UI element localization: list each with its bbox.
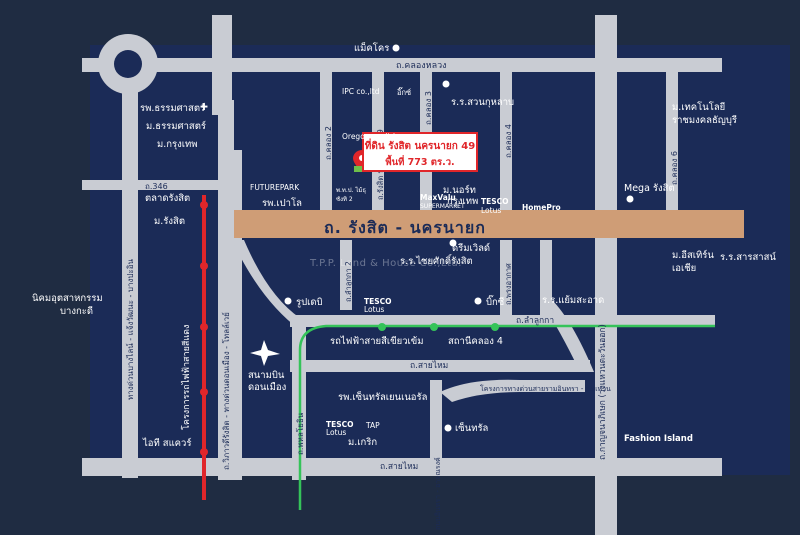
place-north-bkk2: กรุงเทพ: [447, 196, 479, 207]
place-north-bkk: ม.นอร์ท: [443, 185, 476, 196]
place-tesco-3: TESCO: [326, 420, 354, 429]
place-rangsit-uni: ม.รังสิต: [154, 216, 185, 227]
place-sitara-bottom: ซังทิ 2: [336, 196, 353, 203]
callout-area: พื้นที่ 773 ตร.ว.: [385, 157, 455, 168]
place-nikhom2: บางกะดี: [60, 306, 94, 317]
place-school-yaem: ร.ร.แย้มสะอาด: [542, 295, 605, 306]
red-line-label: โครงการรถไฟฟ้าสายสีแดง: [182, 324, 192, 430]
watermark: T.P.P. Land & House Co.,Ltd.: [310, 258, 462, 269]
place-thammasat-hospital: รพ.ธรรมศาสตร์: [140, 103, 206, 114]
place-tesco-1: TESCO: [481, 197, 509, 206]
road-kanchanaphisek: ถ.กาญจนาภิเษก (วงแหวนตะวันออก): [598, 324, 608, 460]
place-future-park: FUTUREPARK: [250, 183, 300, 192]
place-thammasat-uni: ม.ธรรมศาสตร์: [146, 121, 206, 132]
place-fashion-island: Fashion Island: [624, 434, 693, 444]
place-central-hospital: รพ.เซ็นทรัลเยนเนอรัล: [338, 392, 428, 403]
road-phrong-akat: ถ.พรงอากาศ: [504, 263, 513, 305]
place-makro: แม็คโคร: [354, 43, 390, 54]
place-don-mueang2: ดอนเมือง: [248, 382, 287, 393]
road-khlong4: ถ.คลอง 4: [504, 124, 513, 158]
place-talad-rangsit: ตลาดรังสิต: [145, 193, 191, 204]
place-asian-uni: ม.อีสเทิร์น: [672, 250, 714, 261]
road-rangsit-nakhonnayok: ถ. รังสิต - นครนายก: [324, 218, 486, 237]
road-vibhavadi: ถ.วิภาวดีรังสิต - ทางด่วนดอนเมือง - โทลล…: [222, 312, 231, 470]
place-sarasas: ร.ร.สารสาสน์: [720, 252, 776, 263]
road-346: ถ.346: [145, 182, 168, 191]
place-school-chaiya: ร.ร.ไชยศักดิ์รังสิต: [400, 256, 473, 267]
place-lotus-1: Lotus: [481, 206, 502, 215]
road-lam-luk-ka: ถ.ลำลูกกา: [516, 316, 555, 326]
place-mega-rangsit: Mega รังสิต: [624, 183, 675, 194]
place-oregon: Oregon co.,ltd: [342, 132, 396, 141]
place-technology2: ราชมงคลธัญบุรี: [672, 115, 737, 126]
place-sitara-top: พ.ท.ป. ไม้ธุ: [336, 187, 366, 194]
place-paolo: รพ.เปาโล: [262, 198, 302, 209]
place-tesco-2: TESCO: [364, 297, 392, 306]
place-rupadee: รูปเดบิ: [296, 297, 323, 308]
place-central: เซ็นทรัล: [455, 423, 489, 434]
road-khlong6: ถ.คลอง 6: [670, 151, 679, 185]
road-expressway-project: โครงการทางด่วนสายรามอินทรา - วงแหวน: [480, 385, 611, 393]
site-callout: ที่ดิน รังสิต นครนายก 49 พื้นที่ 773 ตร.…: [362, 132, 478, 172]
place-lotus-2: Lotus: [364, 305, 385, 314]
place-technology: ม.เทคโนโลยี: [672, 102, 726, 113]
place-it-square: ไอที สแควร์: [143, 438, 192, 449]
place-dreamworld: ดรีมเวิลด์: [452, 243, 491, 254]
place-ikkhi: อิ๊กซ์: [397, 88, 412, 97]
road-khlong2: ถ.คลอง 2: [324, 126, 333, 160]
place-nikhom: นิคมอุตสาหกรรม: [32, 293, 103, 304]
callout-title: ที่ดิน รังสิต นครนายก 49: [364, 141, 476, 152]
place-lotus-3: Lotus: [326, 428, 347, 437]
place-bangkok-uni: ม.กรุงเทพ: [157, 139, 198, 150]
place-supermarket: SUPERMARKET: [420, 203, 465, 210]
place-maxvalu: MaxValu: [420, 193, 456, 202]
place-asian-uni2: เอเชีย: [672, 263, 697, 274]
hospital-icon: ✚: [200, 102, 208, 113]
road-chatuchak-expressway: ทางด่วนบางไลน์ - แจ้งวัฒนะ - บางปะอิน: [126, 258, 135, 400]
road-khlong3: ถ.คลอง 3: [424, 91, 433, 125]
place-school-suan: ร.ร.สวนกุหลาบ: [451, 97, 515, 108]
green-line-label: รถไฟฟ้าสายสีเขียวเข้ม: [330, 336, 424, 347]
road-khlong-luang: ถ.คลองหลวง: [396, 61, 447, 71]
road-phahonyothin: ถ.พหลโยธิน: [296, 412, 305, 455]
place-don-mueang: สนามบิน: [248, 370, 285, 381]
place-tap: TAP: [366, 421, 380, 430]
khlong4-station-label: สถานีคลอง 4: [448, 336, 503, 347]
airplane-icon: [250, 340, 280, 366]
place-ipc: IPC co.,ltd: [342, 87, 380, 96]
road-sai-mai-bottom: ถ.สายไหม: [380, 462, 419, 472]
place-big-c: บิ๊กซี: [486, 297, 505, 308]
place-homepro: HomePro: [522, 203, 561, 212]
road-bang-na: ถนนอินทรา - อาจณรงค์: [434, 457, 442, 530]
road-sai-mai-mid: ถ.สายไหม: [410, 361, 449, 371]
place-bangkok-uni2: ม.เกริก: [348, 437, 378, 448]
